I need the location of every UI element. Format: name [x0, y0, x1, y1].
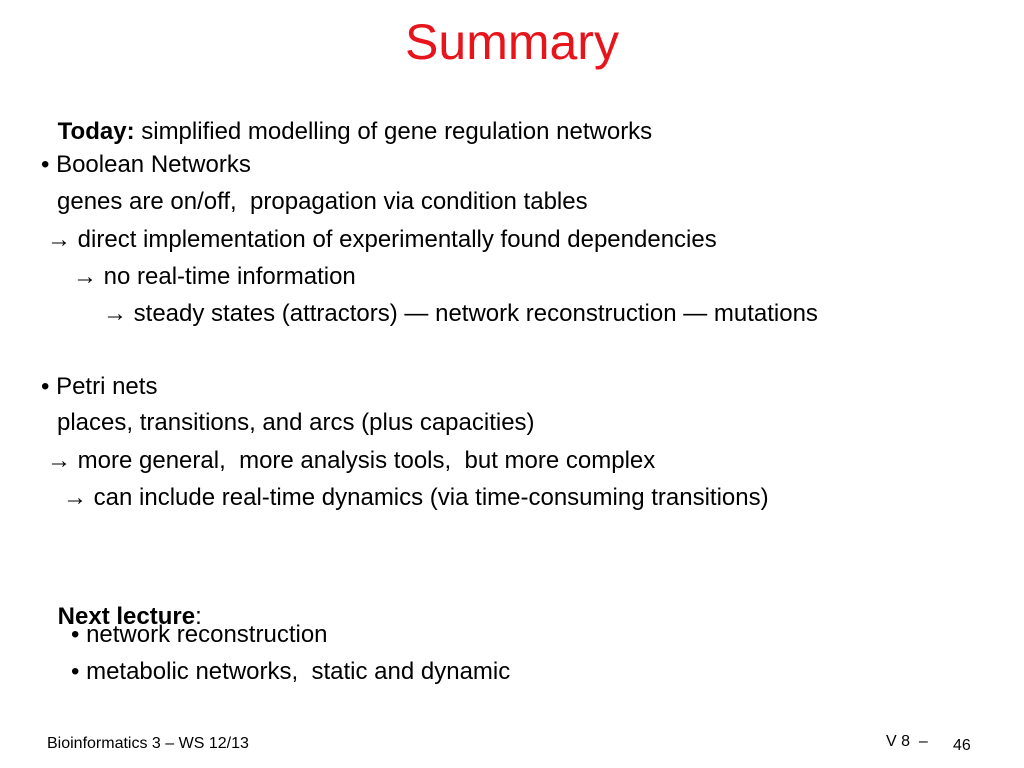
boolean-networks-bullet: • Boolean Networks	[41, 151, 251, 178]
next-lecture-item-1: • network reconstruction	[71, 621, 328, 648]
today-line: Today: simplified modelling of gene regu…	[31, 87, 653, 177]
today-label: Today:	[57, 118, 135, 145]
petri-nets-bullet: • Petri nets	[41, 373, 158, 400]
next-lecture-line: Next lecture:	[31, 572, 202, 662]
today-text: simplified modelling of gene regulation …	[134, 118, 653, 145]
petri-nets-line-2: → more general, more analysis tools, but…	[47, 447, 656, 474]
next-lecture-label: Next lecture	[57, 603, 196, 630]
slide-title: Summary	[405, 14, 619, 70]
petri-nets-line-1: places, transitions, and arcs (plus capa…	[57, 409, 535, 436]
next-lecture-colon: :	[195, 603, 202, 630]
next-lecture-item-2: • metabolic networks, static and dynamic	[71, 658, 511, 685]
boolean-networks-line-1: genes are on/off, propagation via condit…	[57, 188, 588, 215]
footer-lecture: V 8 –	[886, 733, 928, 750]
footer-page-number: 46	[953, 737, 971, 754]
footer-course: Bioinformatics 3 – WS 12/13	[47, 735, 249, 752]
boolean-networks-line-4: → steady states (attractors) — network r…	[103, 300, 818, 327]
petri-nets-line-3: → can include real-time dynamics (via ti…	[63, 484, 769, 511]
boolean-networks-line-2: → direct implementation of experimentall…	[47, 226, 717, 253]
boolean-networks-line-3: → no real-time information	[73, 263, 356, 290]
